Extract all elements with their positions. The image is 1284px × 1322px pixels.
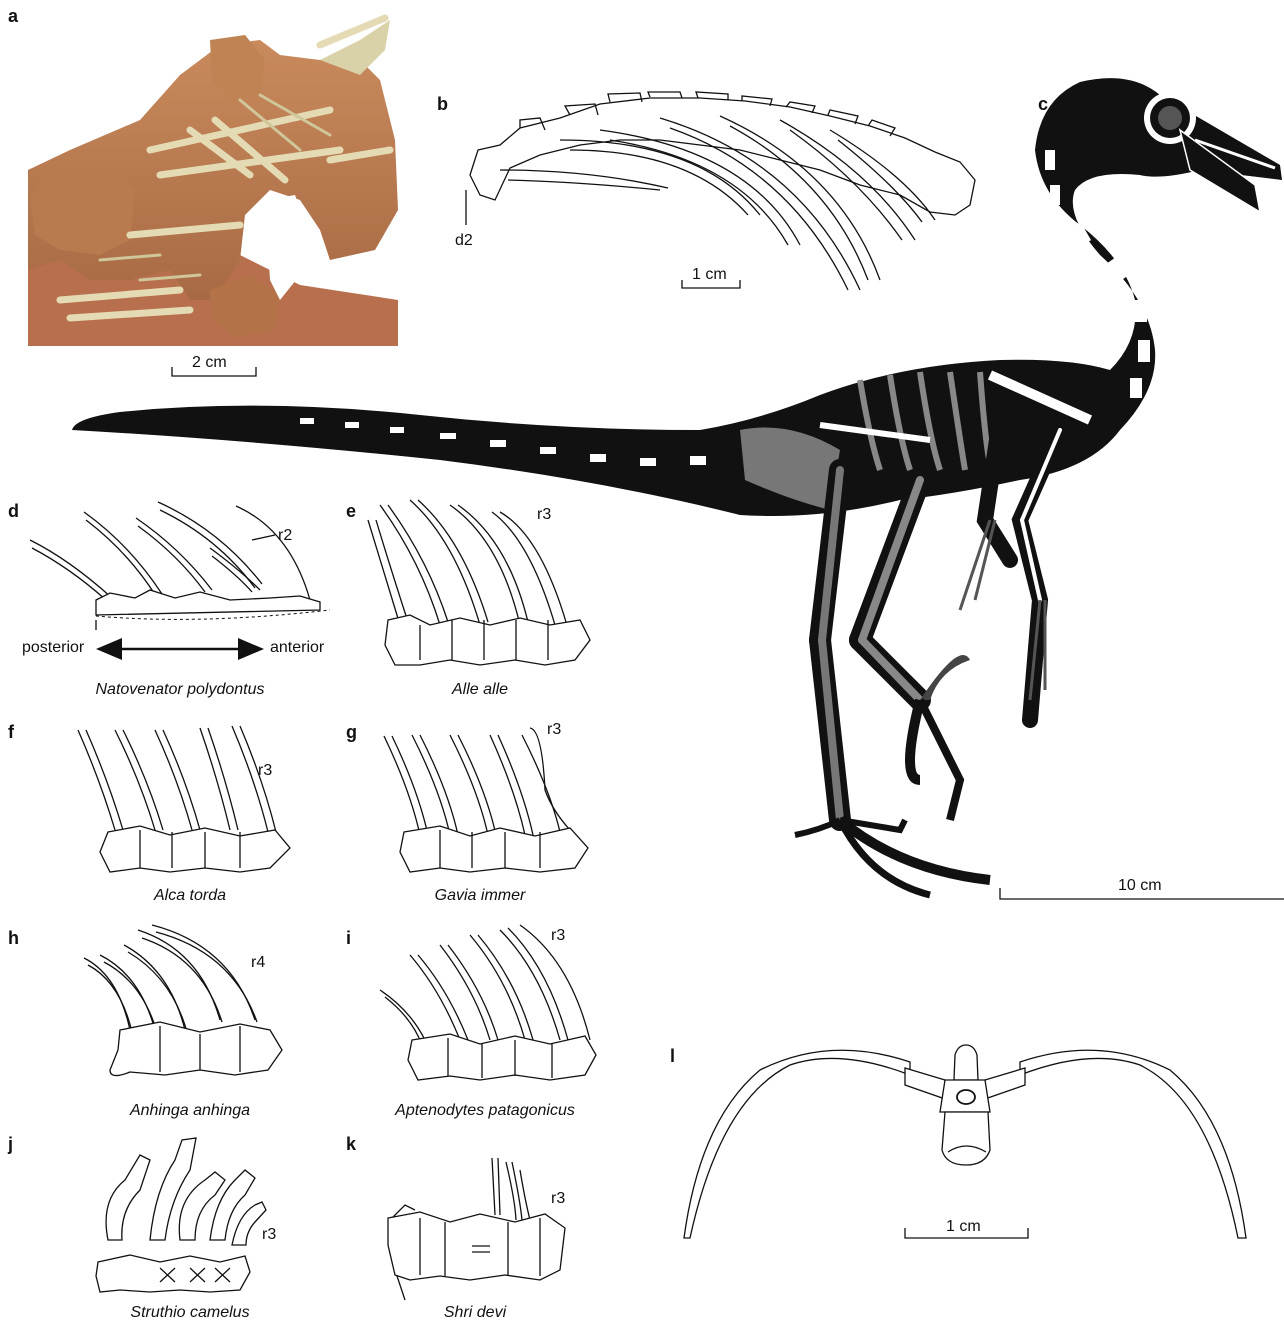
scale-label-l: 1 cm xyxy=(946,1218,981,1236)
